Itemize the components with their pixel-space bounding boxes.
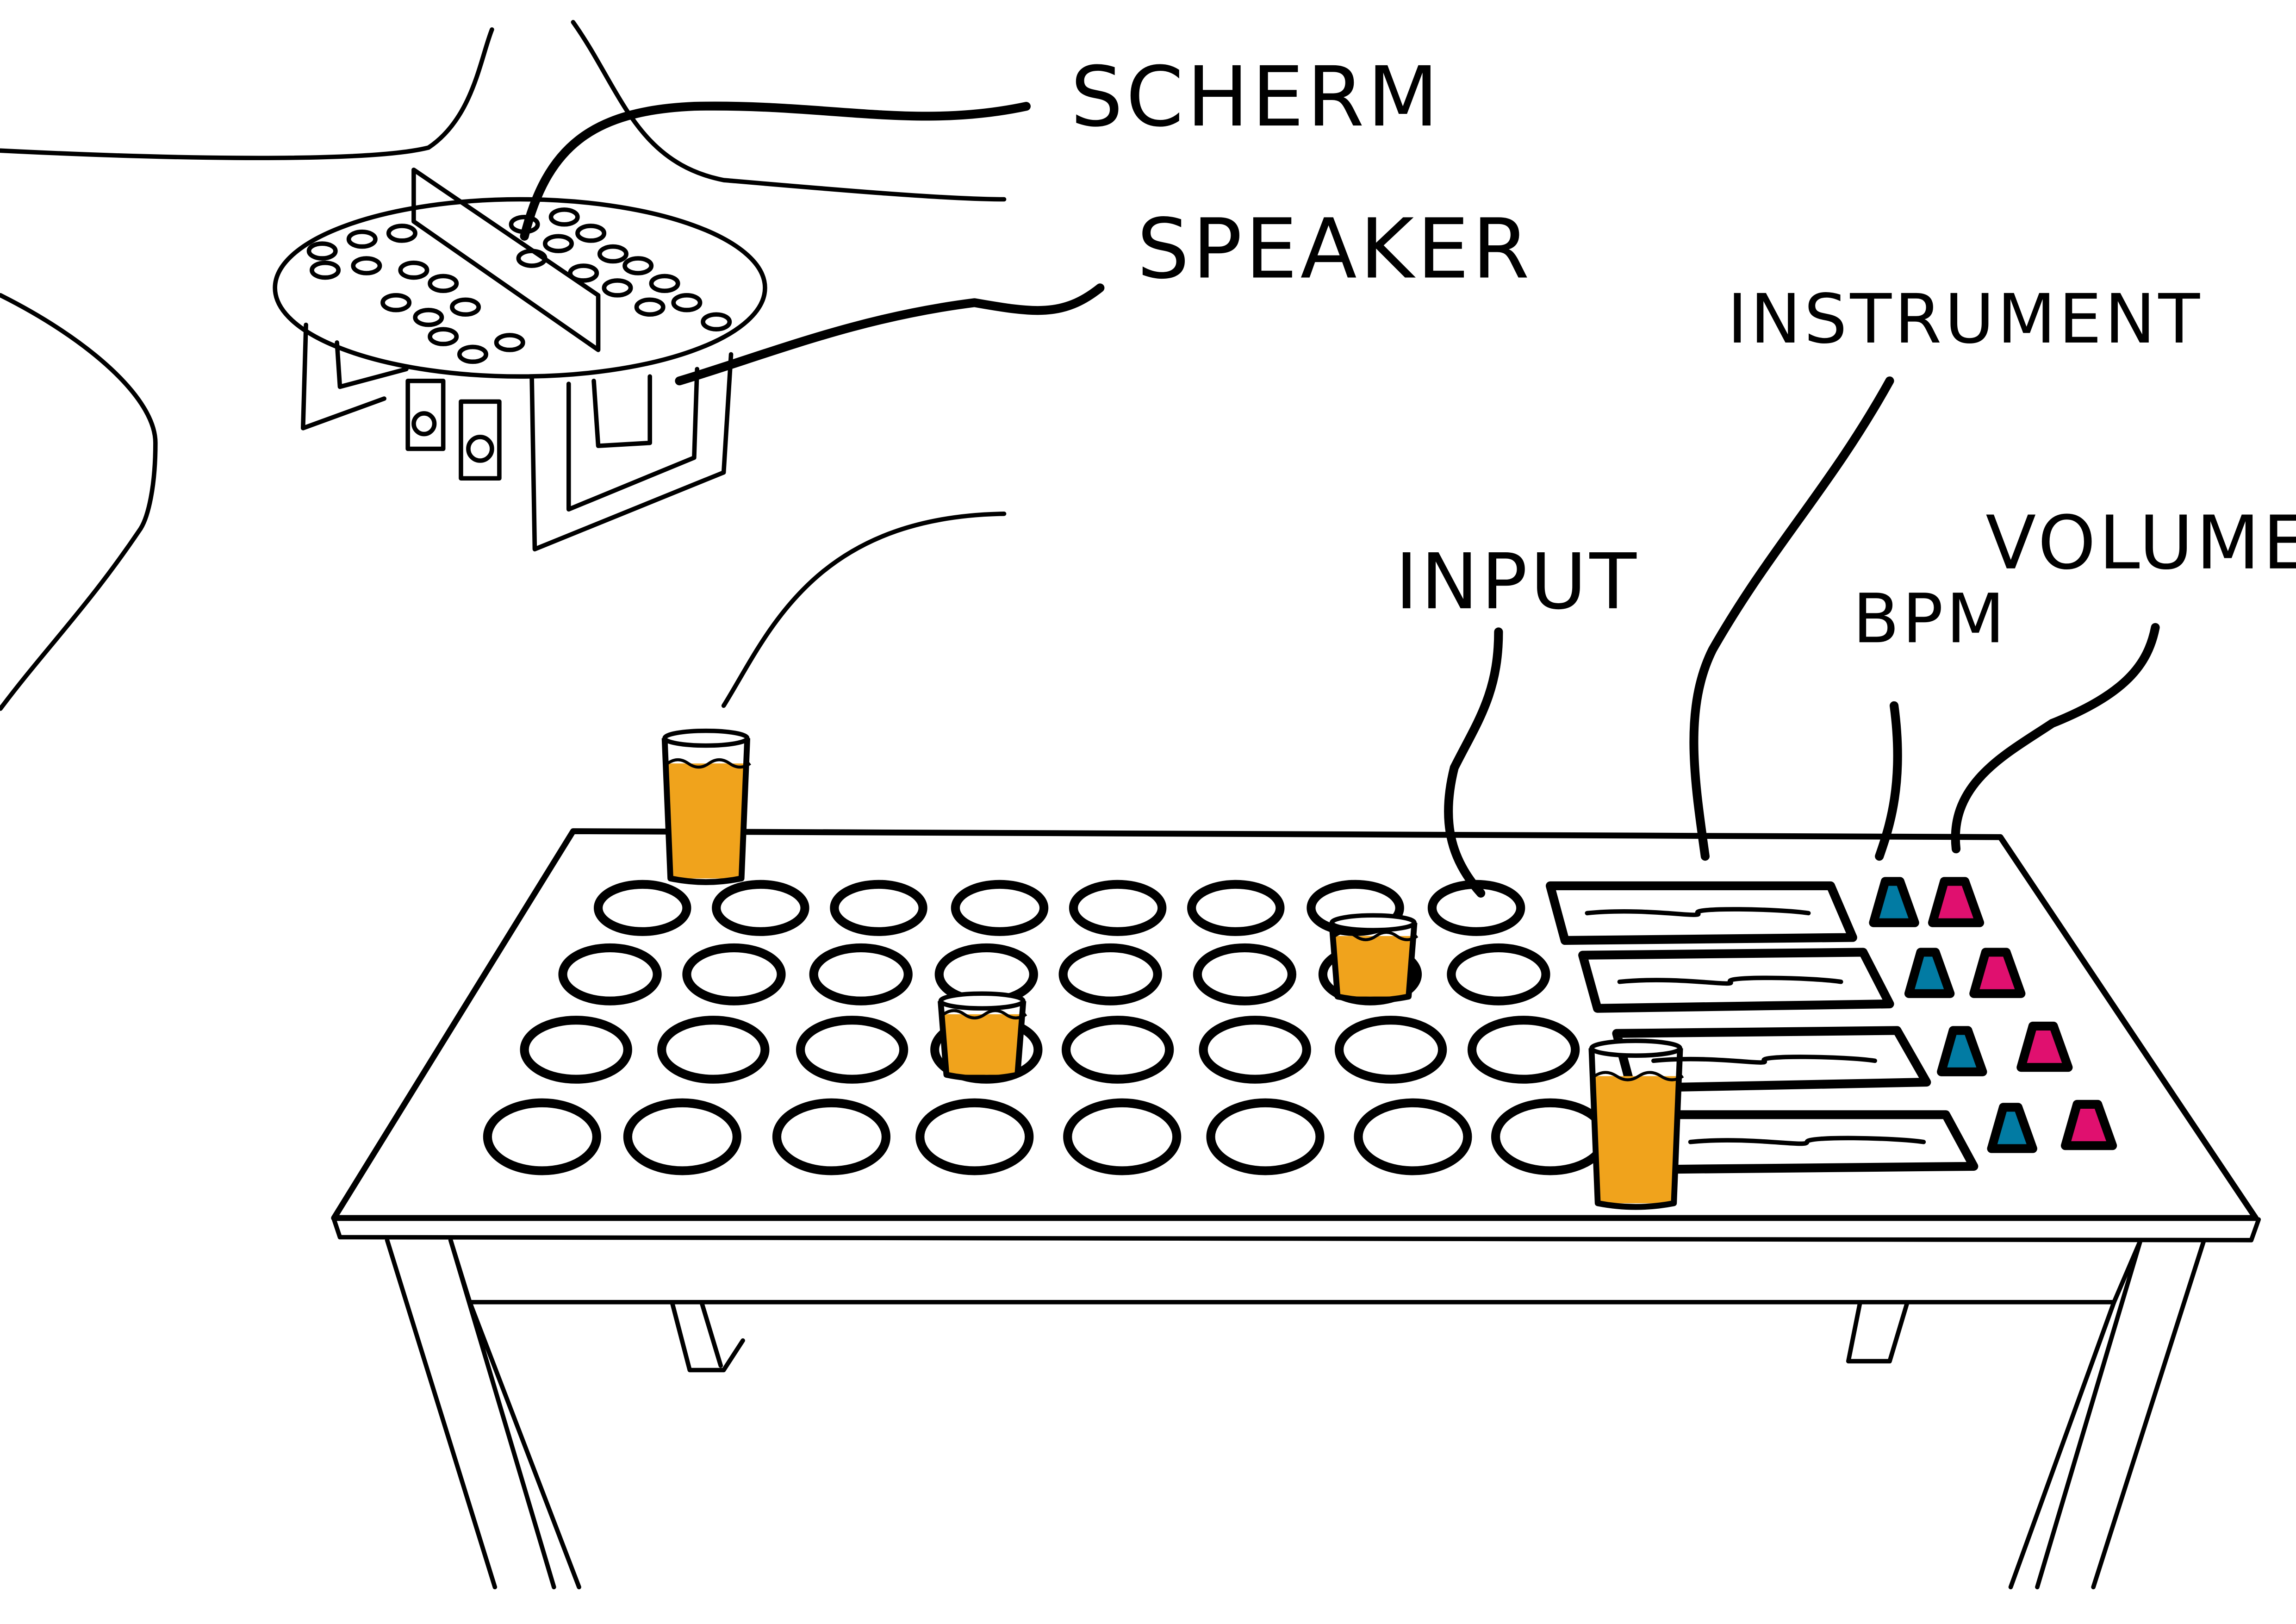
cup-hole[interactable] — [951, 880, 1049, 936]
ceiling-hole — [548, 207, 580, 227]
ceiling-unit — [273, 167, 767, 552]
bpm-knob[interactable] — [1987, 1103, 2037, 1153]
beer-fill — [665, 763, 747, 879]
cup-hole[interactable] — [915, 1098, 1034, 1175]
instrument-wave — [1688, 1136, 1926, 1146]
instrument-wave — [1651, 1055, 1877, 1065]
ceiling-hole — [516, 249, 548, 268]
cup-hole[interactable] — [712, 880, 809, 936]
cup-hole[interactable] — [796, 1016, 908, 1084]
cup-hole[interactable] — [1427, 880, 1525, 936]
ceiling-hole — [671, 293, 703, 312]
ceiling-hole — [346, 229, 378, 249]
beer-cup[interactable] — [1329, 913, 1419, 1003]
ceiling-hole — [634, 297, 666, 317]
cup-hole[interactable] — [772, 1098, 891, 1175]
speaker-icon — [459, 399, 502, 481]
table — [331, 728, 2261, 1590]
ceiling-hole — [428, 327, 459, 346]
beer-cup[interactable] — [938, 991, 1027, 1081]
beer-glass[interactable] — [661, 728, 751, 885]
cup-hole[interactable] — [1467, 1016, 1580, 1084]
ceiling-hole — [306, 241, 338, 261]
beer-fill — [1332, 936, 1415, 997]
bpm-knob[interactable] — [1869, 877, 1919, 927]
cup-hole[interactable] — [1063, 1098, 1182, 1175]
ceiling-hole — [457, 344, 488, 364]
label-speaker: SPEAKER — [1137, 201, 1533, 298]
bpm-knob[interactable] — [1904, 948, 1955, 998]
cup-hole[interactable] — [682, 943, 786, 1006]
volume-knob[interactable] — [2060, 1099, 2117, 1150]
cup-hole[interactable] — [1193, 943, 1297, 1006]
volume-knob[interactable] — [1928, 877, 1985, 927]
label-screen: SCHERM — [1070, 49, 1442, 145]
ceiling-hole — [351, 256, 382, 275]
instrument-panel[interactable] — [1545, 881, 1857, 945]
cup-hole[interactable] — [1334, 1016, 1447, 1084]
cup-hole[interactable] — [1447, 943, 1550, 1006]
label-input: INPUT — [1395, 537, 1640, 627]
volume-knob[interactable] — [2016, 1021, 2073, 1072]
ceiling-hole — [575, 224, 607, 243]
cup-hole[interactable] — [809, 943, 913, 1006]
label-bpm: BPM — [1853, 579, 2008, 658]
ceiling-hole — [602, 278, 633, 298]
speaker-icon — [405, 379, 446, 451]
table-top — [331, 828, 2259, 1221]
cup-hole[interactable] — [830, 880, 927, 936]
ceiling-hole — [622, 256, 654, 275]
cup-hole[interactable] — [1199, 1016, 1311, 1084]
beer-glass[interactable] — [1588, 1038, 1684, 1210]
cup-hole[interactable] — [558, 943, 662, 1006]
cup-hole[interactable] — [593, 880, 691, 936]
beer-fill — [940, 1014, 1024, 1075]
beer-fill — [1591, 1076, 1680, 1204]
ceiling-hole — [701, 312, 732, 331]
cup-hole[interactable] — [1206, 1098, 1325, 1175]
cup-hole[interactable] — [1491, 1098, 1610, 1175]
instrument-wave — [1617, 975, 1843, 986]
leader-lines — [520, 101, 2160, 898]
label-instrument: INSTRUMENT — [1727, 280, 2203, 359]
ceiling-hole — [413, 307, 444, 327]
ceiling-hole — [597, 244, 628, 264]
ceiling-hole — [649, 274, 680, 294]
cup-hole[interactable] — [1061, 1016, 1174, 1084]
instrument-panel[interactable] — [1612, 1026, 1931, 1093]
cup-hole[interactable] — [1354, 1098, 1472, 1175]
cup-hole[interactable] — [483, 1098, 601, 1175]
cup-hole[interactable] — [1187, 880, 1285, 936]
ceiling-hole — [494, 333, 525, 352]
cup-hole[interactable] — [657, 1016, 770, 1084]
cup-hole[interactable] — [1058, 943, 1162, 1006]
volume-knob[interactable] — [1969, 948, 2026, 998]
ceiling-hole — [398, 260, 429, 280]
instrument-panel[interactable] — [1578, 948, 1894, 1013]
ceiling-hole — [380, 293, 412, 312]
ceiling-hole — [310, 260, 341, 280]
cup-hole[interactable] — [1069, 880, 1167, 936]
ceiling-hole — [568, 263, 599, 283]
ceiling-hole — [542, 234, 574, 253]
instrument-wave — [1585, 907, 1811, 917]
bpm-knob[interactable] — [1937, 1026, 1987, 1076]
label-volume: VOLUME — [1985, 500, 2296, 586]
room-outline — [0, 20, 1007, 711]
cup-hole[interactable] — [623, 1098, 741, 1175]
cup-hole[interactable] — [520, 1016, 632, 1084]
ceiling-hole — [386, 224, 417, 243]
ceiling-hole — [428, 274, 459, 294]
ceiling-hole — [450, 297, 481, 317]
